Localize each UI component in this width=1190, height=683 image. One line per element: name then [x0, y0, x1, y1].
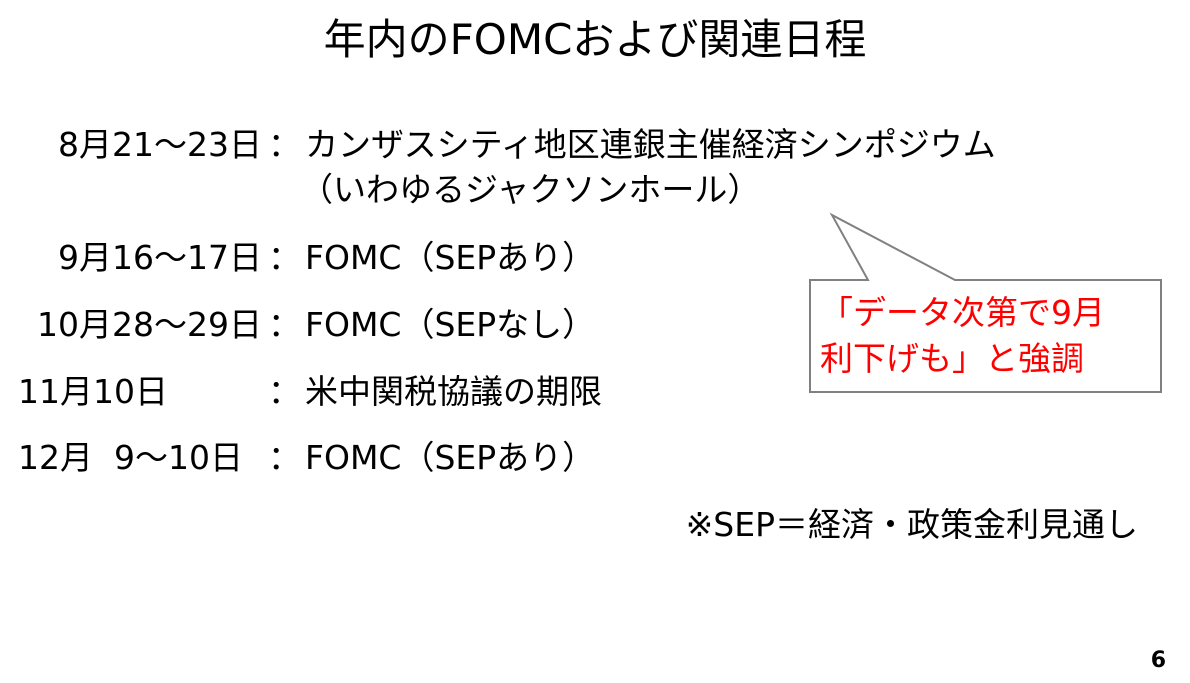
schedule-colon: ：	[268, 238, 301, 277]
schedule-row-continuation: （いわゆるジャクソンホール）	[0, 168, 1190, 212]
schedule-content: 米中関税協議の期限	[305, 372, 602, 411]
schedule-content: FOMC（SEPあり）	[305, 438, 596, 477]
schedule-content: カンザスシティ地区連銀主催経済シンポジウム	[305, 125, 996, 164]
page-number: 6	[1150, 648, 1166, 673]
callout-text: 「データ次第で9月 利下げも」と強調	[812, 290, 1158, 382]
schedule-content: （いわゆるジャクソンホール）	[300, 170, 761, 209]
schedule-date: 9月16〜17日	[58, 238, 262, 277]
schedule-colon: ：	[268, 125, 301, 164]
schedule-row: 10月28〜29日 ： FOMC（SEPなし）	[0, 303, 1190, 347]
schedule-colon: ：	[268, 305, 301, 344]
schedule-date: 11月10日	[18, 372, 168, 411]
callout-line: 「データ次第で9月	[820, 293, 1105, 332]
schedule-row: 8月21〜23日 ： カンザスシティ地区連銀主催経済シンポジウム	[0, 123, 1190, 167]
schedule-row: 9月16〜17日 ： FOMC（SEPあり）	[0, 236, 1190, 280]
schedule-colon: ：	[268, 438, 301, 477]
schedule-row: 11月10日 ： 米中関税協議の期限	[0, 370, 1190, 414]
schedule-date: 8月21〜23日	[58, 125, 262, 164]
schedule-content: FOMC（SEPなし）	[305, 305, 596, 344]
schedule-row: 12月 9〜10日 ： FOMC（SEPあり）	[0, 436, 1190, 480]
slide-title: 年内のFOMCおよび関連日程	[323, 15, 867, 64]
schedule-date: 12月 9〜10日	[18, 438, 243, 477]
schedule-date: 10月28〜29日	[37, 305, 262, 344]
schedule-content: FOMC（SEPあり）	[305, 238, 596, 277]
callout-line: 利下げも」と強調	[820, 339, 1084, 378]
schedule-colon: ：	[268, 372, 301, 411]
sep-footnote: ※SEP＝経済・政策金利見通し	[685, 505, 1138, 544]
